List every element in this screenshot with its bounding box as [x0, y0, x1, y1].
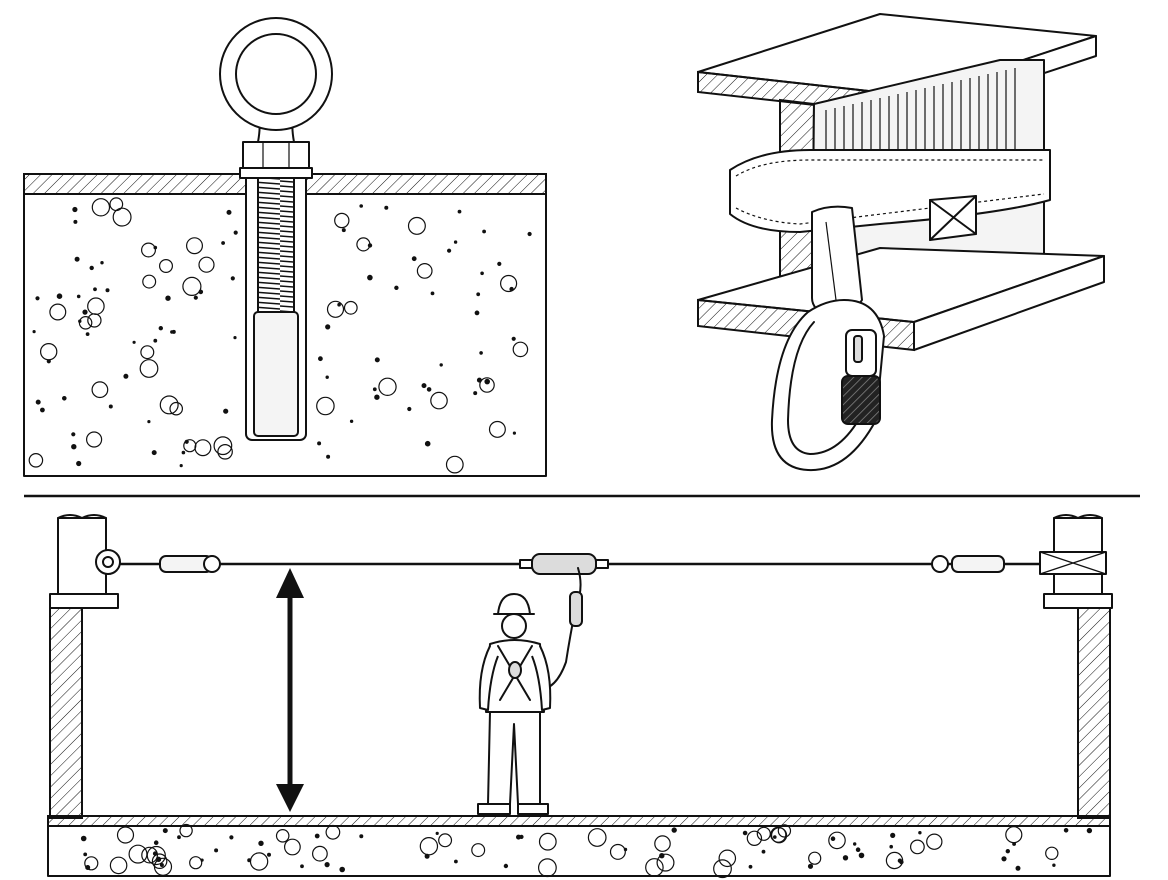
double-arrow-icon	[276, 568, 304, 812]
carabiner-icon	[770, 299, 885, 472]
floor-slab	[47, 815, 1111, 879]
panel-eye-bolt	[23, 17, 547, 477]
worker-icon	[477, 593, 552, 815]
panel-lifeline	[47, 514, 1113, 879]
steel-i-beam	[697, 13, 1105, 352]
left-wall	[49, 514, 119, 819]
eye-bolt-icon	[219, 17, 333, 441]
panel-beam-sling	[697, 13, 1105, 472]
lanyard	[537, 567, 583, 691]
lifeline-cable	[95, 549, 1107, 575]
